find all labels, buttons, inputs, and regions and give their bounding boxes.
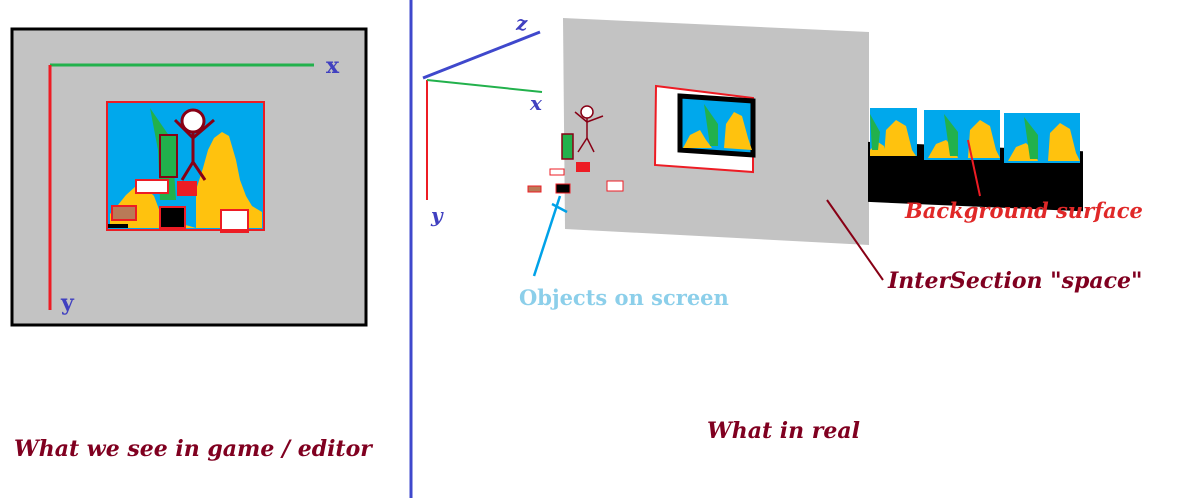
small-green-block [561,133,574,160]
right-axis-y-label: y [430,203,444,227]
film-frame-3 [1004,113,1080,163]
left-panel: x y [10,27,373,462]
stick-figure [173,108,215,181]
scene-white-box [220,209,249,233]
right-axis-x [426,79,543,93]
right-axis-z-label: z [515,11,528,35]
scene-brown-block [111,205,137,221]
projected-scene [677,93,756,158]
left-axis-y-label: y [60,290,75,316]
left-axis-x-label: x [326,53,340,79]
right-axis-z [422,30,541,80]
scene-green-block [159,134,178,178]
small-red-block [576,162,590,172]
left-caption: What we see in game / editor [14,436,373,462]
intersection-pointer-line [826,199,884,281]
left-game-scene [106,101,265,233]
objects-pointer-tick [551,202,568,214]
scene-black-block [159,206,186,229]
scene-black-strip [108,224,128,228]
small-brown-block [527,185,542,193]
scene-hill-big [196,132,262,228]
right-caption: What in real [707,418,860,444]
film-frame-1 [870,108,917,156]
screen-objects [527,105,624,194]
small-black-block [555,183,571,194]
scene-white-block [135,179,169,194]
right-panel: z x y [422,11,1143,444]
objects-on-screen-label: Objects on screen [519,285,729,310]
background-surface-label: Background surface [904,198,1143,223]
intersection-space-label: InterSection "space" [887,268,1143,294]
objects-pointer-line [532,195,562,277]
scene-border [106,101,265,231]
scene-red-block [177,181,197,196]
background-pointer-line [967,139,981,197]
small-white-block [549,168,565,176]
film-frame-2 [924,110,1000,160]
small-stick-figure [574,105,604,153]
small-white-box [606,180,624,192]
background-filmstrip [868,108,1083,212]
right-axis-x-label: x [529,91,543,115]
